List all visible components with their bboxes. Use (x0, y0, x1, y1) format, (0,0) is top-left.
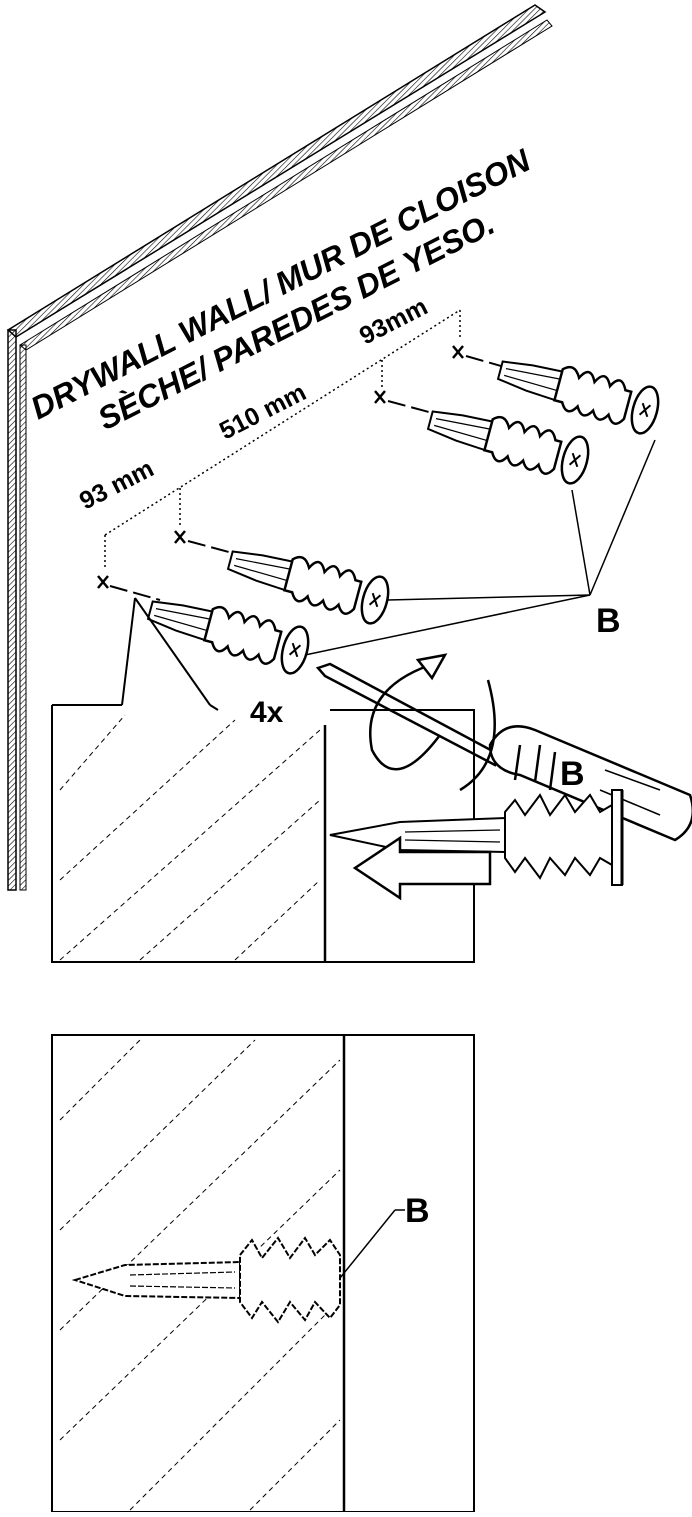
alignment-lines (109, 355, 516, 601)
part-label-b-detail-top: B (560, 755, 585, 793)
leader-lines (304, 439, 656, 656)
anchor-2 (222, 536, 395, 628)
rotation-arrow-icon (369, 653, 496, 792)
dimension-left: 93 mm (75, 454, 158, 515)
anchor-1 (142, 586, 315, 678)
detail-box-installed: B (51, 1034, 475, 1513)
detail-box-insert: 4x B (51, 696, 624, 963)
part-label-b-detail-bottom: B (405, 1192, 430, 1230)
dimension-lines (104, 309, 461, 570)
quantity-label: 4x (250, 696, 284, 729)
screwdriver (315, 662, 692, 842)
part-label-b: B (596, 602, 621, 640)
drywall-panel-edge (6, 4, 553, 891)
magnifier-lines (52, 597, 211, 706)
